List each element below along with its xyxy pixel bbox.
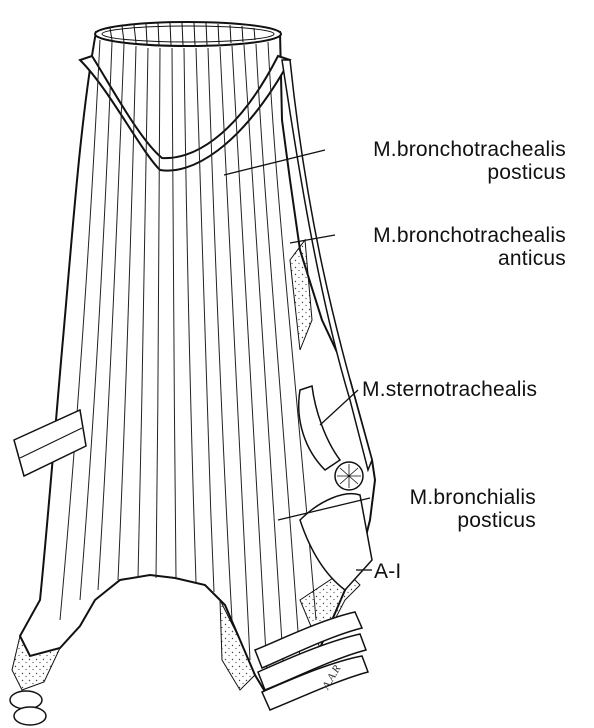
- label-line: M.bronchotrachealis: [330, 138, 566, 161]
- label-line: A-I: [374, 560, 401, 583]
- label-bronchialis-posticus: M.bronchialis posticus: [372, 486, 536, 532]
- bottom-left-rings: [10, 691, 46, 725]
- label-line: M.bronchialis: [372, 486, 536, 509]
- label-line: posticus: [330, 161, 566, 184]
- label-line: posticus: [372, 509, 536, 532]
- label-line: M.sternotrachealis: [362, 378, 537, 401]
- label-line: M.bronchotrachealis: [330, 224, 566, 247]
- label-line: anticus: [330, 247, 566, 270]
- label-a1: A-I: [374, 560, 401, 583]
- label-bronchotrachealis-anticus: M.bronchotrachealis anticus: [330, 224, 566, 270]
- label-sternotrachealis: M.sternotrachealis: [362, 378, 537, 401]
- label-bronchotrachealis-posticus: M.bronchotrachealis posticus: [330, 138, 566, 184]
